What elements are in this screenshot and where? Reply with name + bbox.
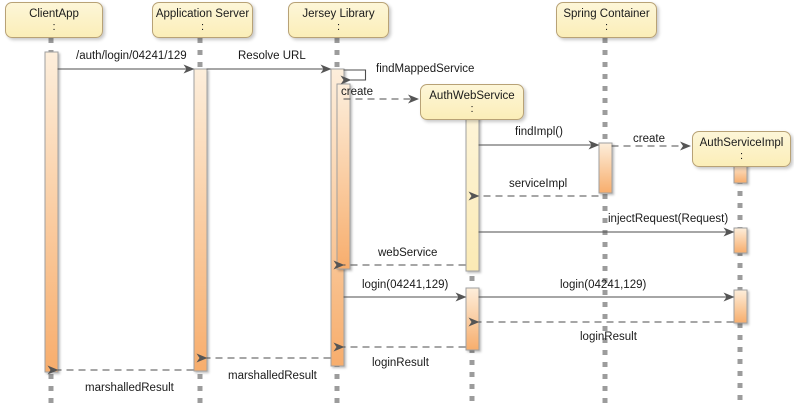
participant-name-appserver: Application Server xyxy=(155,8,250,20)
participant-colon-serviceimpl: : xyxy=(739,150,744,162)
participant-name-jersey: Jersey Library xyxy=(302,8,375,20)
message-label-m14: marshalledResult xyxy=(228,370,317,382)
message-arrow-m3 xyxy=(340,69,367,85)
message-label-m8: injectRequest(Request) xyxy=(608,213,729,225)
message-label-m15: marshalledResult xyxy=(85,382,174,394)
participant-name-spring: Spring Container xyxy=(563,8,650,20)
activation-bar-client xyxy=(44,51,59,373)
message-label-m3: findMappedService xyxy=(376,63,475,75)
participant-name-client: ClientApp xyxy=(29,8,79,20)
activation-bar-serviceimpl xyxy=(733,289,748,324)
message-label-m2: Resolve URL xyxy=(238,50,306,62)
activation-bar-jersey xyxy=(336,83,351,270)
participant-box-spring[interactable]: Spring Container: xyxy=(556,2,657,38)
participant-colon-jersey: : xyxy=(336,21,341,33)
participant-name-serviceimpl: AuthServiceImpl xyxy=(699,137,784,149)
arrows-group xyxy=(47,64,735,375)
participant-box-webservice[interactable]: AuthWebService: xyxy=(420,84,524,120)
activation-bar-webservice xyxy=(465,287,480,351)
message-label-m11: login(04241,129) xyxy=(560,279,647,291)
activation-bar-webservice xyxy=(465,116,480,272)
message-label-m6: create xyxy=(633,133,665,145)
message-label-m9: webService xyxy=(378,247,438,259)
activations-group xyxy=(44,51,748,373)
message-label-m4: create xyxy=(341,86,373,98)
message-label-m1: /auth/login/04241/129 xyxy=(76,50,187,62)
participant-box-appserver[interactable]: Application Server: xyxy=(152,2,253,38)
participant-box-serviceimpl[interactable]: AuthServiceImpl: xyxy=(692,131,791,167)
participant-colon-webservice: : xyxy=(470,103,474,115)
participant-colon-appserver: : xyxy=(200,21,205,33)
participant-colon-spring: : xyxy=(604,21,609,33)
participant-box-client[interactable]: ClientApp: xyxy=(5,2,103,38)
message-label-m13: loginResult xyxy=(372,357,429,369)
participant-colon-client: : xyxy=(52,21,56,33)
activation-bar-appserver xyxy=(193,68,208,372)
activation-bar-spring xyxy=(598,142,613,194)
activation-bar-serviceimpl xyxy=(733,227,748,254)
message-label-m10: login(04241,129) xyxy=(362,279,449,291)
message-label-m5: findImpl() xyxy=(515,126,563,138)
message-label-m7: serviceImpl xyxy=(509,178,568,190)
message-label-m12: loginResult xyxy=(580,331,637,343)
participant-box-jersey[interactable]: Jersey Library: xyxy=(288,2,389,38)
participant-name-webservice: AuthWebService xyxy=(429,90,515,102)
